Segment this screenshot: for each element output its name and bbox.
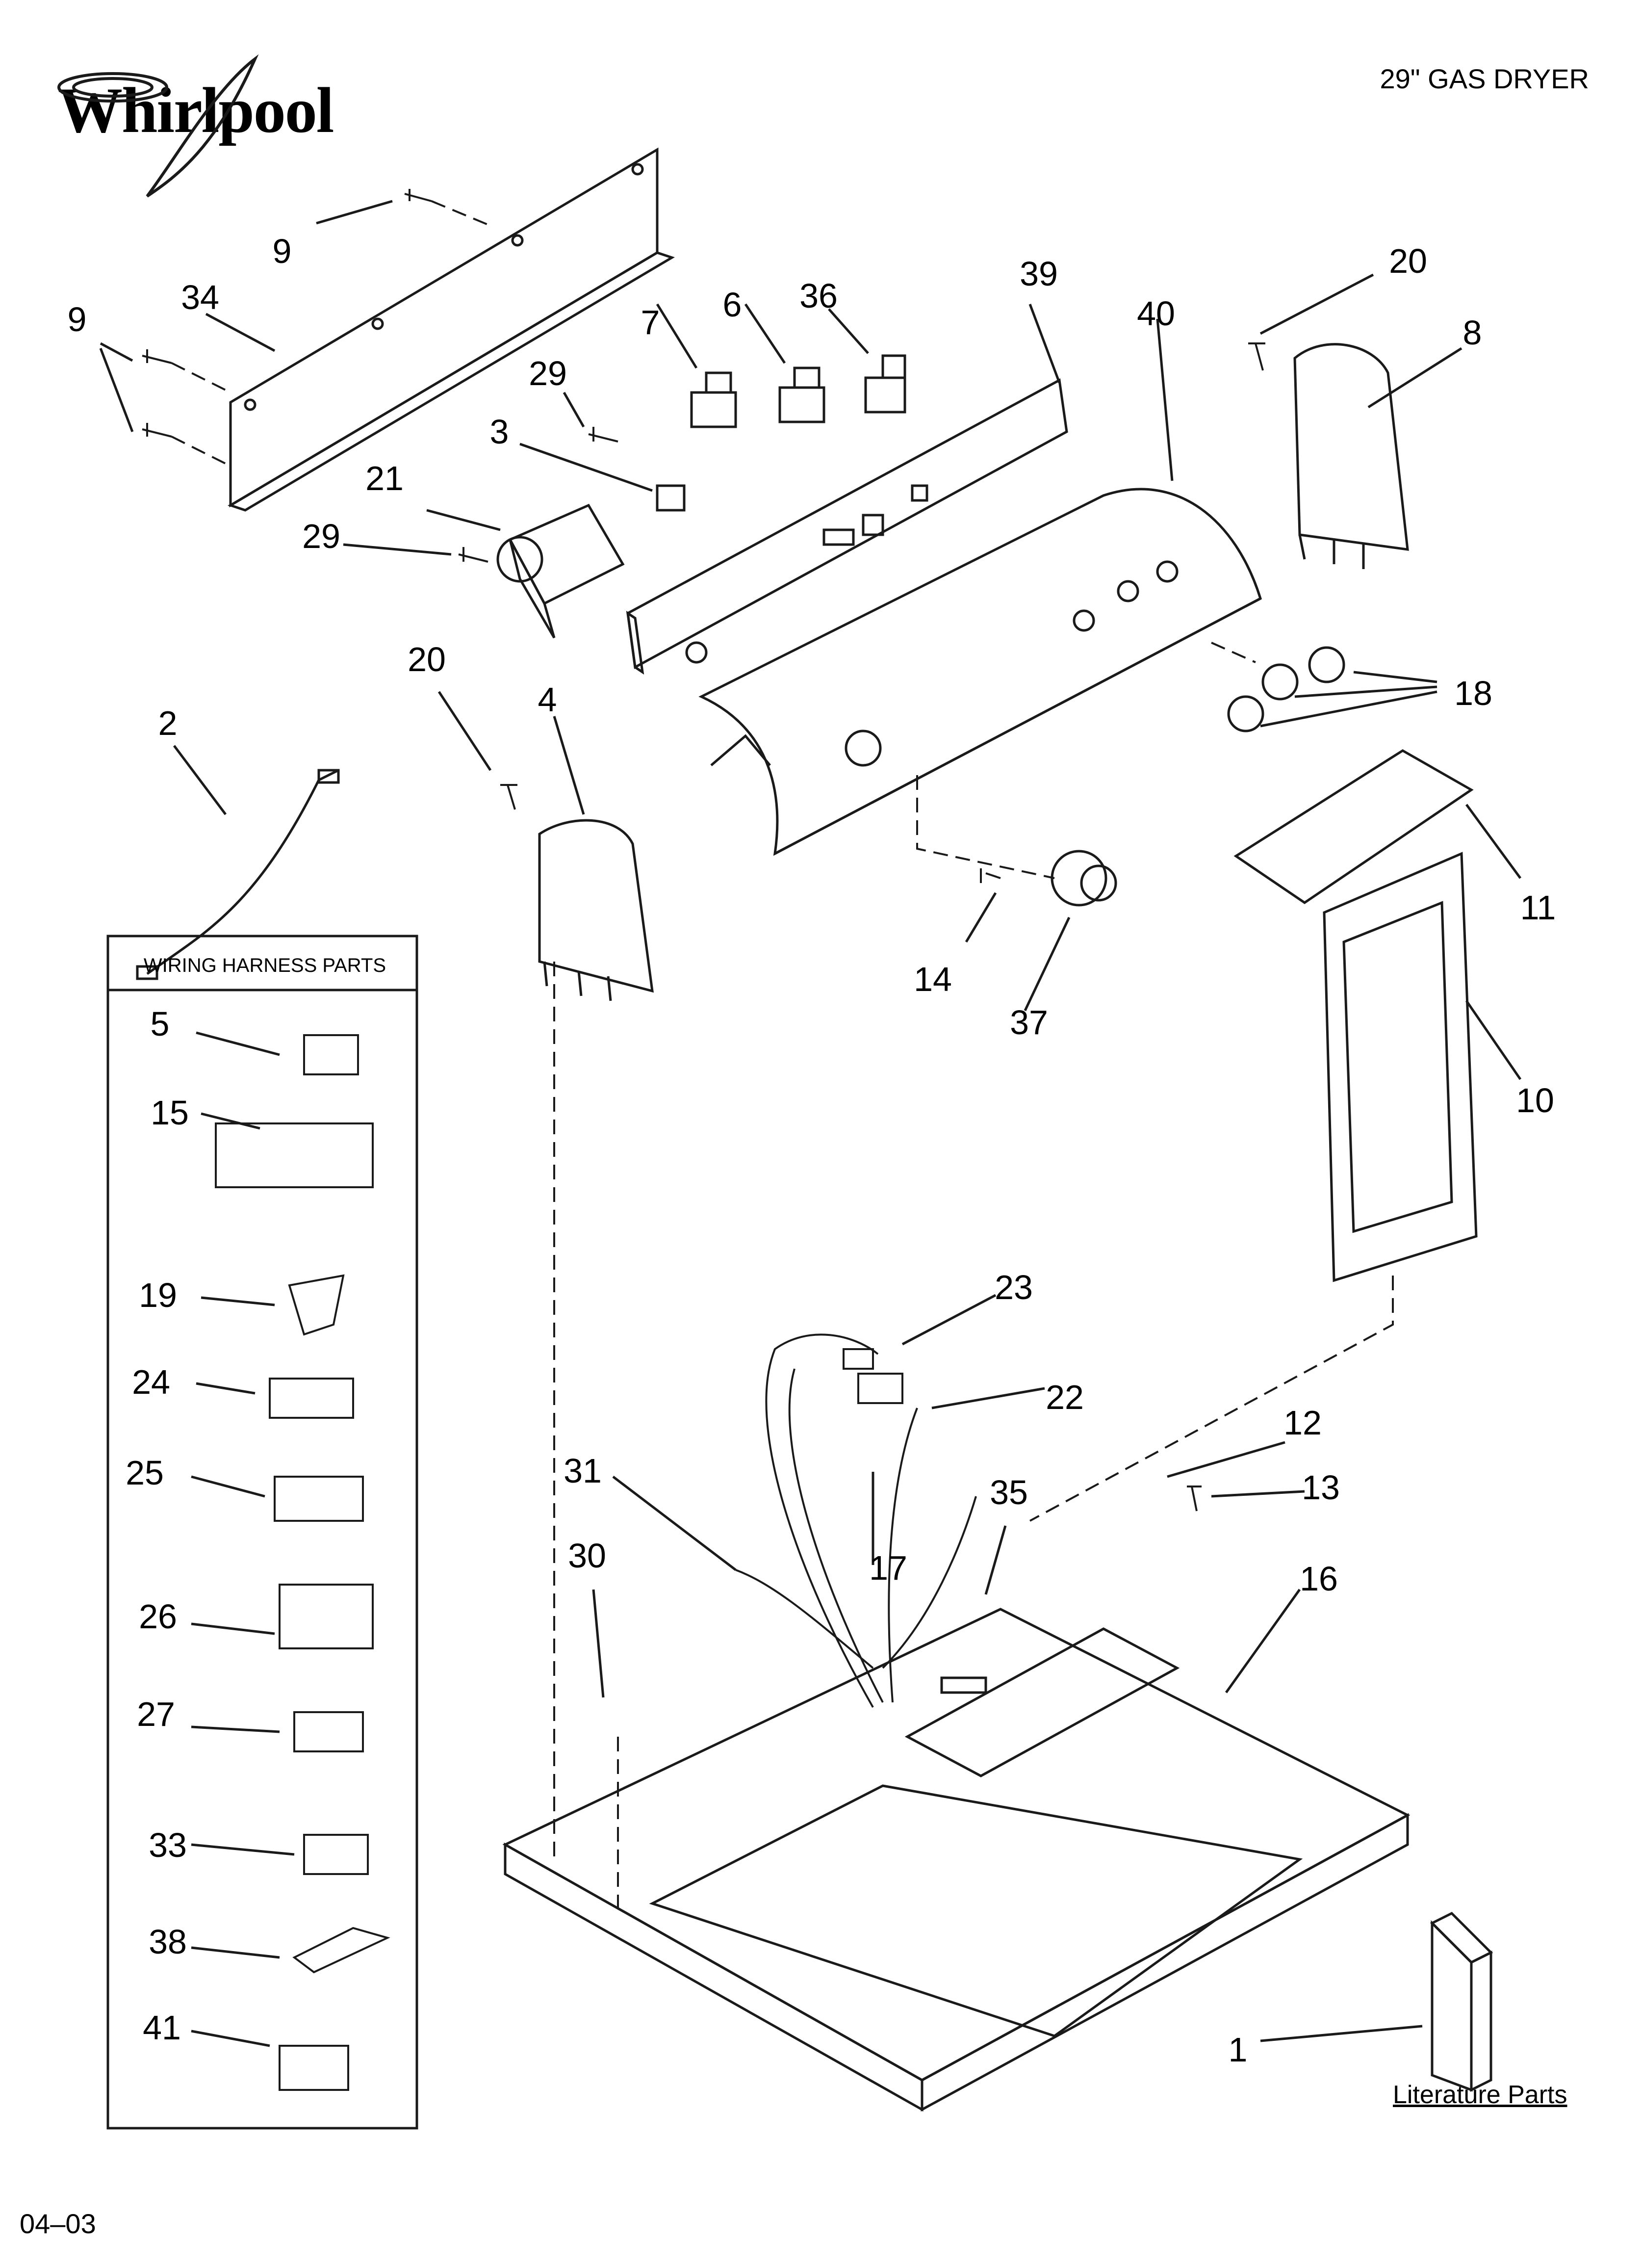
callout-29: 29 bbox=[529, 354, 567, 392]
harness-callout-41: 41 bbox=[143, 2008, 181, 2047]
callout-13: 13 bbox=[1302, 1468, 1340, 1507]
switch-36 bbox=[864, 354, 906, 414]
callout-40: 40 bbox=[1137, 294, 1175, 333]
harness-callout-15: 15 bbox=[151, 1094, 189, 1132]
switch-3 bbox=[656, 484, 686, 512]
callout-37: 37 bbox=[1010, 1003, 1048, 1042]
harness-callout-5: 5 bbox=[150, 1005, 170, 1043]
switch-7 bbox=[690, 371, 737, 428]
callout-30: 30 bbox=[568, 1537, 606, 1575]
harness-callout-38: 38 bbox=[149, 1923, 187, 1961]
callout-9: 9 bbox=[272, 232, 292, 270]
callout-8: 8 bbox=[1462, 313, 1482, 352]
callout-4: 4 bbox=[538, 680, 557, 719]
brand-logo: Whirlpool bbox=[58, 74, 334, 146]
knobs-18 bbox=[1227, 646, 1345, 732]
callout-31: 31 bbox=[564, 1452, 602, 1490]
end-cap-4 bbox=[538, 819, 654, 1001]
harness-callout-25: 25 bbox=[126, 1454, 164, 1492]
callout-17: 17 bbox=[869, 1549, 907, 1587]
callout-29: 29 bbox=[302, 517, 340, 555]
harness-leaders bbox=[191, 1031, 295, 2047]
callout-leaders bbox=[99, 200, 1522, 2042]
console-40 bbox=[698, 488, 1262, 856]
date-code: 04–03 bbox=[20, 2208, 96, 2239]
literature-box-1 bbox=[1430, 1911, 1493, 2092]
callout-7: 7 bbox=[641, 303, 660, 341]
wiring-harness-parts-box bbox=[106, 935, 418, 2130]
callout-22: 22 bbox=[1046, 1378, 1084, 1416]
harness-callout-26: 26 bbox=[139, 1597, 177, 1636]
wiring-harness-31 bbox=[735, 1333, 977, 1708]
callout-34: 34 bbox=[181, 278, 219, 316]
callout-16: 16 bbox=[1300, 1560, 1338, 1598]
callout-12: 12 bbox=[1283, 1404, 1322, 1442]
harness-callout-24: 24 bbox=[132, 1363, 170, 1401]
callout-36: 36 bbox=[799, 277, 838, 315]
callout-6: 6 bbox=[722, 286, 742, 324]
callout-35: 35 bbox=[990, 1473, 1028, 1512]
callout-18: 18 bbox=[1454, 674, 1492, 712]
cable-2 bbox=[136, 769, 340, 980]
back-panel-34 bbox=[228, 147, 675, 512]
lint-housing-10 bbox=[1323, 852, 1478, 1282]
harness-callout-27: 27 bbox=[137, 1695, 175, 1733]
callout-20: 20 bbox=[1389, 242, 1427, 280]
callout-14: 14 bbox=[914, 960, 952, 998]
harness-callout-19: 19 bbox=[139, 1276, 177, 1314]
harness-box-title: WIRING HARNESS PARTS bbox=[143, 955, 386, 976]
harness-connector-icons bbox=[215, 1034, 390, 2091]
control-plate-39 bbox=[626, 378, 1068, 675]
model-title: 29" GAS DRYER bbox=[1380, 63, 1589, 94]
callout-23: 23 bbox=[995, 1268, 1033, 1306]
callout-2: 2 bbox=[158, 704, 178, 742]
callout-39: 39 bbox=[1020, 255, 1058, 293]
knob-37 bbox=[1051, 850, 1117, 907]
callout-9: 9 bbox=[67, 300, 87, 339]
timer-21 bbox=[496, 503, 625, 639]
callout-3: 3 bbox=[489, 413, 509, 451]
top-panel-16 bbox=[502, 1608, 1411, 2112]
dashed-guide-lines bbox=[171, 200, 1394, 1913]
whirlpool-swirl-icon bbox=[57, 54, 259, 198]
callout-10: 10 bbox=[1516, 1081, 1554, 1120]
callout-1: 1 bbox=[1228, 2031, 1248, 2069]
callout-21: 21 bbox=[365, 459, 404, 497]
harness-callout-33: 33 bbox=[149, 1826, 187, 1864]
end-cap-8 bbox=[1293, 343, 1409, 569]
lint-cover-11 bbox=[1233, 749, 1474, 905]
callout-11: 11 bbox=[1520, 888, 1556, 927]
screws bbox=[142, 189, 1265, 1512]
switch-6 bbox=[778, 366, 825, 423]
callout-20: 20 bbox=[408, 640, 446, 678]
